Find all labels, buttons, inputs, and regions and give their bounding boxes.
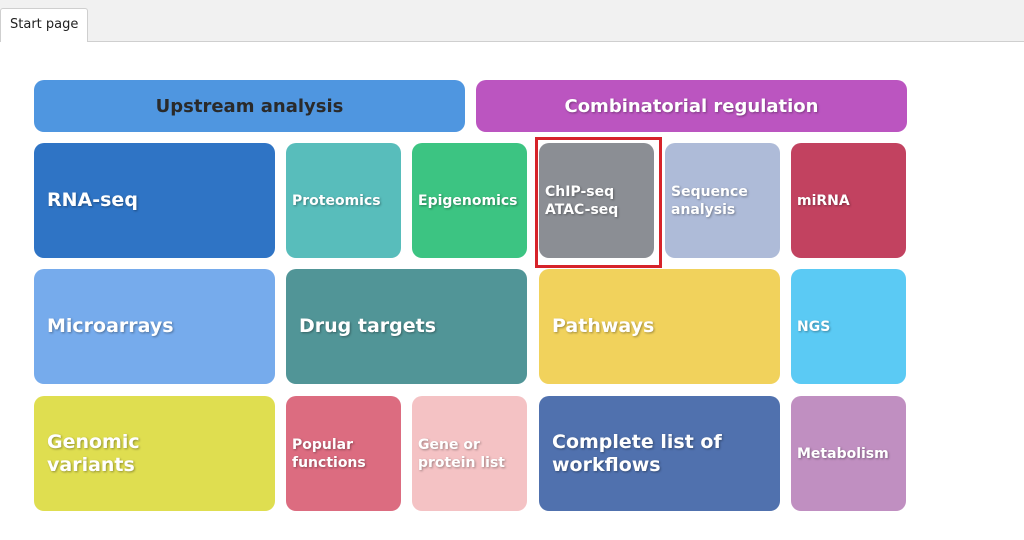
mirna-tile[interactable]: miRNA <box>791 143 906 258</box>
microarrays-tile[interactable]: Microarrays <box>34 269 275 384</box>
microarrays-label: Microarrays <box>47 315 174 337</box>
rna-seq-label: RNA-seq <box>47 189 138 211</box>
genomic-variants-label: Genomic variants <box>47 430 140 476</box>
proteomics-label: Proteomics <box>292 192 381 209</box>
metabolism-label: Metabolism <box>797 445 889 462</box>
ngs-tile[interactable]: NGS <box>791 269 906 384</box>
gene-or-protein-list-tile[interactable]: Gene or protein list <box>412 396 527 511</box>
upstream-analysis-label: Upstream analysis <box>155 95 344 117</box>
chip-seq-atac-seq-tile[interactable]: ChIP-seq ATAC-seq <box>539 143 654 258</box>
epigenomics-tile[interactable]: Epigenomics <box>412 143 527 258</box>
ngs-label: NGS <box>797 318 831 335</box>
pathways-tile[interactable]: Pathways <box>539 269 780 384</box>
sequence-analysis-label: Sequence analysis <box>671 183 748 218</box>
tab-start-page[interactable]: Start page <box>0 8 89 42</box>
upstream-analysis-button[interactable]: Upstream analysis <box>34 80 465 132</box>
genomic-variants-tile[interactable]: Genomic variants <box>34 396 275 511</box>
complete-list-of-workflows-label: Complete list of workflows <box>552 430 722 476</box>
pathways-label: Pathways <box>552 315 655 337</box>
rna-seq-tile[interactable]: RNA-seq <box>34 143 275 258</box>
epigenomics-label: Epigenomics <box>418 192 518 209</box>
complete-list-of-workflows-tile[interactable]: Complete list of workflows <box>539 396 780 511</box>
popular-functions-label: Popular functions <box>292 436 366 471</box>
combinatorial-regulation-label: Combinatorial regulation <box>564 95 819 117</box>
gene-or-protein-list-label: Gene or protein list <box>418 436 505 471</box>
chip-seq-atac-seq-label: ChIP-seq ATAC-seq <box>545 183 619 218</box>
popular-functions-tile[interactable]: Popular functions <box>286 396 401 511</box>
drug-targets-tile[interactable]: Drug targets <box>286 269 527 384</box>
proteomics-tile[interactable]: Proteomics <box>286 143 401 258</box>
combinatorial-regulation-button[interactable]: Combinatorial regulation <box>476 80 907 132</box>
sequence-analysis-tile[interactable]: Sequence analysis <box>665 143 780 258</box>
mirna-label: miRNA <box>797 192 850 209</box>
tab-bar: Start page <box>0 0 1024 42</box>
metabolism-tile[interactable]: Metabolism <box>791 396 906 511</box>
drug-targets-label: Drug targets <box>299 315 437 337</box>
